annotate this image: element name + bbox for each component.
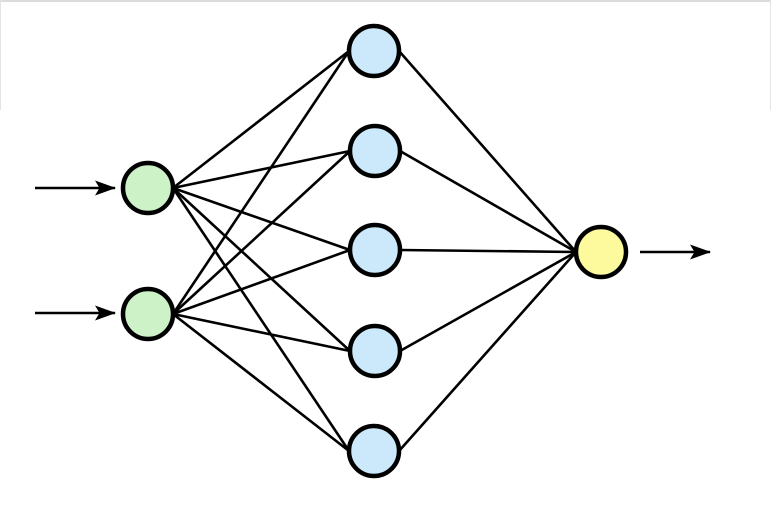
window-left-edge [0, 0, 1, 110]
input-node-i1 [120, 160, 176, 216]
connection-edge-i2-h2 [172, 150, 351, 315]
connection-edge-i1-h3 [172, 186, 351, 252]
connection-edge-h4-o1 [399, 250, 577, 353]
connection-edge-i1-h5 [171, 187, 351, 452]
connection-edge-i1-h2 [172, 149, 351, 190]
output-node-o1 [573, 224, 629, 280]
connection-edge-i2-h4 [172, 312, 351, 353]
connection-edge-h2-o1 [399, 149, 577, 254]
connection-edge-h5-o1 [398, 251, 577, 452]
connection-edge-h1-o1 [398, 50, 577, 253]
connection-edge-i2-h1 [171, 50, 351, 315]
connection-edge-i1-h1 [172, 49, 350, 190]
hidden-node-h3 [347, 222, 403, 278]
input-node-i2 [120, 286, 176, 342]
hidden-node-h5 [346, 423, 402, 479]
hidden-node-h4 [347, 323, 403, 379]
connection-edge-i2-h5 [172, 312, 350, 453]
hidden-node-h1 [346, 23, 402, 79]
connection-edge-i1-h4 [172, 187, 351, 352]
window-top-edge [0, 0, 771, 2]
connection-edge-i2-h3 [172, 248, 351, 316]
connection-edge-h3-o1 [399, 248, 577, 254]
hidden-node-h2 [347, 123, 403, 179]
